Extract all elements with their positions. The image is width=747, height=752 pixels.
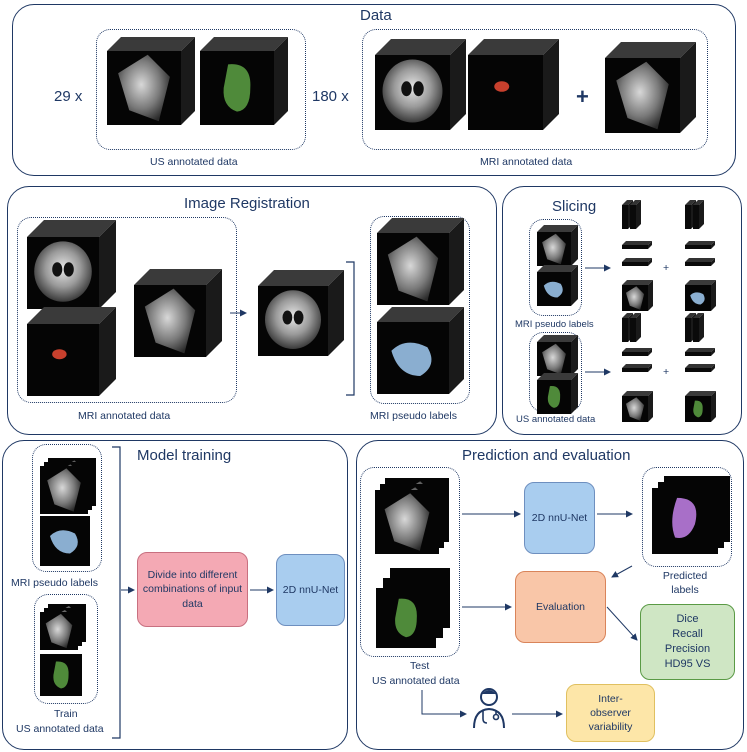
training-us-label: US annotated data <box>16 723 104 735</box>
axial-slice-0 <box>622 241 652 249</box>
mri-us-volume <box>605 42 696 133</box>
training-mri-group <box>32 444 102 572</box>
train-us-2 <box>40 612 78 650</box>
test-label: Test <box>410 660 430 672</box>
reg-mri-volume <box>27 220 116 309</box>
reg-pseudo-mask-volume <box>377 307 464 394</box>
slice-out-3 <box>622 391 653 422</box>
axial-slice-7 <box>685 364 715 372</box>
slice-us-mask <box>537 373 578 414</box>
train-mri-us-2 <box>40 466 88 514</box>
slice-us-us <box>537 335 578 376</box>
registration-title: Image Registration <box>184 195 310 212</box>
doctor-icon <box>473 688 505 729</box>
train-us-mask <box>40 654 82 696</box>
us-mask-volume <box>200 37 288 125</box>
mri-mask-volume <box>468 39 559 130</box>
us-volume <box>107 37 195 125</box>
training-title: Model training <box>137 447 232 464</box>
test-us-2 <box>375 490 439 554</box>
pred-arrow-6 <box>421 690 467 718</box>
pred-arrow-3 <box>611 565 633 578</box>
sagittal-slice-b0 <box>630 200 641 229</box>
pred-arrow-5 <box>606 606 638 641</box>
slicing-us-label: US annotated data <box>516 414 596 425</box>
mri-volume <box>375 39 466 130</box>
slice-out-4 <box>685 391 716 422</box>
us-count: 29 x <box>54 88 83 105</box>
interobserver-box: Inter- observer variability <box>566 684 655 742</box>
registration-mri-group <box>17 217 237 403</box>
mri-count: 180 x <box>312 88 349 105</box>
mri-data-label: MRI annotated data <box>480 156 573 168</box>
sagittal-slice-b1 <box>693 200 704 229</box>
test-us-label: US annotated data <box>372 675 460 687</box>
slice-mri-us <box>537 225 578 266</box>
mri-data-group <box>362 29 708 150</box>
predicted-group <box>642 467 732 567</box>
test-mask-2 <box>376 588 436 648</box>
reg-overlay-volume <box>258 270 344 356</box>
test-group <box>360 467 460 657</box>
axial-slice-5 <box>622 364 652 372</box>
slice-mri-pseudo <box>537 265 578 306</box>
data-title: Data <box>360 7 392 24</box>
predicted-label: Predicted labels <box>662 570 708 596</box>
axial-slice-3 <box>685 258 715 266</box>
us-data-group <box>96 29 306 150</box>
slicing-mri-group <box>529 219 582 316</box>
training-nnunet-box: 2D nnU-Net <box>276 554 345 626</box>
training-mri-label: MRI pseudo labels <box>11 577 98 589</box>
axial-slice-4 <box>622 348 652 356</box>
training-train-label: Train <box>54 708 78 720</box>
slicing-plus-top: + <box>663 262 670 274</box>
sagittal-slice-b2 <box>630 313 641 342</box>
registration-pseudo-group <box>370 216 470 404</box>
us-data-label: US annotated data <box>150 156 238 168</box>
axial-slice-1 <box>622 258 652 266</box>
registration-mri-label: MRI annotated data <box>78 410 171 422</box>
plus-sign: + <box>576 84 589 109</box>
training-us-group <box>34 594 98 704</box>
training-bracket <box>112 446 121 739</box>
prediction-title: Prediction and evaluation <box>462 447 631 464</box>
slicing-mri-label: MRI pseudo labels <box>515 319 594 330</box>
reg-mri-mask-volume <box>27 307 116 396</box>
prediction-nnunet-box: 2D nnU-Net <box>524 482 595 554</box>
pred-2 <box>652 488 718 554</box>
axial-slice-6 <box>685 348 715 356</box>
divide-box: Divide into different combinations of in… <box>137 552 248 627</box>
metrics-box: Dice Recall Precision HD95 VS <box>640 604 735 680</box>
slicing-title: Slicing <box>552 198 597 215</box>
slicing-plus-bottom: + <box>663 366 670 378</box>
registration-bracket <box>346 261 355 396</box>
evaluation-box: Evaluation <box>515 571 606 643</box>
slice-out-2 <box>685 280 716 311</box>
sagittal-slice-b3 <box>693 313 704 342</box>
reg-us-volume <box>134 269 222 357</box>
slice-out-1 <box>622 280 653 311</box>
registration-pseudo-label: MRI pseudo labels <box>370 410 457 422</box>
reg-pseudo-us-volume <box>377 218 464 305</box>
train-pseudo <box>40 516 90 566</box>
axial-slice-2 <box>685 241 715 249</box>
